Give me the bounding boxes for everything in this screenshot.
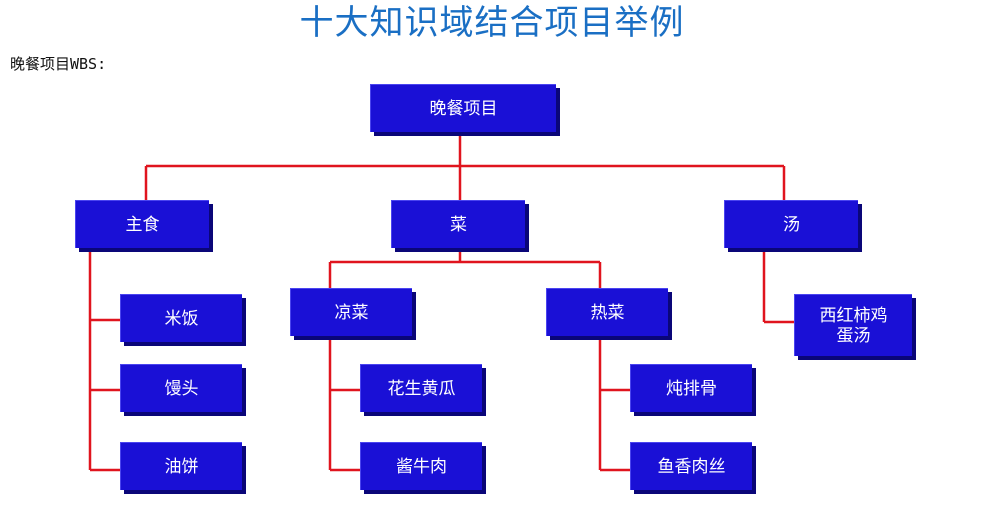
node-bun-label: 馒头 (164, 378, 199, 399)
node-yuxiang-pork-label: 鱼香肉丝 (657, 456, 726, 477)
node-hot-dishes: 热菜 (546, 288, 668, 336)
node-braised-beef-label: 酱牛肉 (396, 456, 447, 477)
node-peanut-cucumber-label: 花生黄瓜 (387, 378, 456, 399)
slide-title: 十大知识域结合项目举例 (299, 3, 685, 43)
node-bun: 馒头 (120, 364, 242, 412)
node-hot-dishes-label: 热菜 (590, 302, 625, 323)
node-rice: 米饭 (120, 294, 242, 342)
node-cold-dishes: 凉菜 (290, 288, 412, 336)
node-dishes-label: 菜 (450, 214, 467, 235)
node-tomato-egg-soup-line1: 西红柿鸡 (819, 305, 888, 326)
node-tomato-egg-soup: 西红柿鸡 蛋汤 (794, 294, 912, 356)
node-tomato-egg-soup-line2: 蛋汤 (836, 325, 871, 346)
node-dishes: 菜 (391, 200, 525, 248)
node-yuxiang-pork: 鱼香肉丝 (630, 442, 752, 490)
node-stewed-ribs-label: 炖排骨 (666, 378, 717, 399)
node-staple: 主食 (75, 200, 209, 248)
node-staple-label: 主食 (125, 214, 160, 235)
node-braised-beef: 酱牛肉 (360, 442, 482, 490)
node-stewed-ribs: 炖排骨 (630, 364, 752, 412)
node-fried-cake-label: 油饼 (164, 456, 199, 477)
node-rice-label: 米饭 (164, 308, 199, 329)
node-root: 晚餐项目 (370, 84, 556, 132)
node-fried-cake: 油饼 (120, 442, 242, 490)
node-peanut-cucumber: 花生黄瓜 (360, 364, 482, 412)
wbs-caption: 晚餐项目WBS: (10, 55, 107, 73)
node-cold-dishes-label: 凉菜 (334, 302, 369, 323)
node-soup-label: 汤 (783, 214, 800, 235)
node-soup: 汤 (724, 200, 858, 248)
node-root-label: 晚餐项目 (429, 98, 498, 119)
